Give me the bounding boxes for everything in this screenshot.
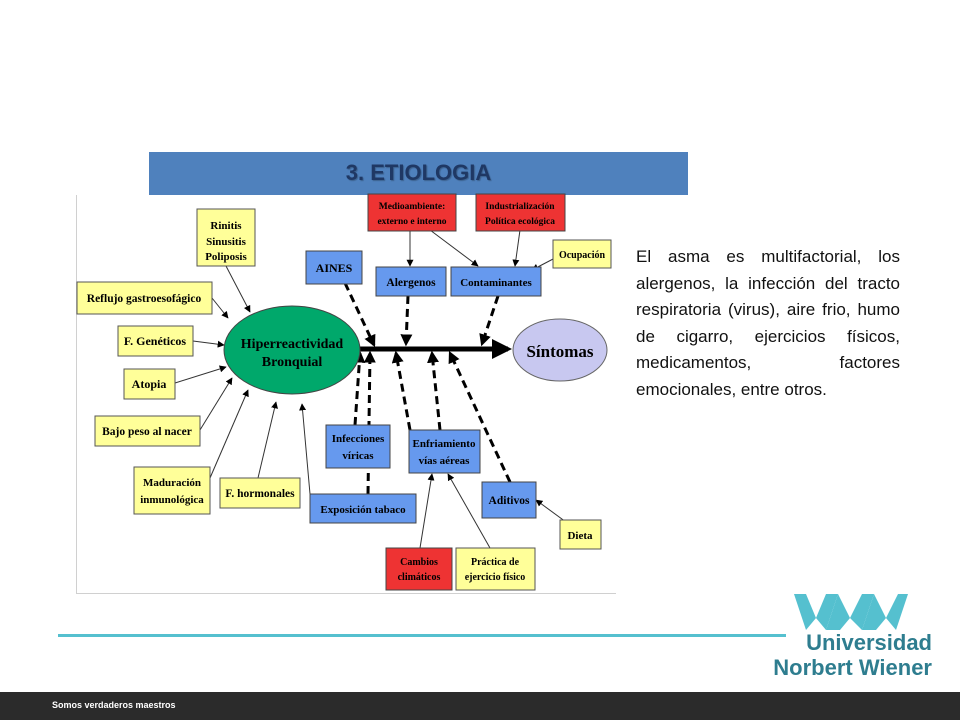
svg-text:Enfriamiento: Enfriamiento — [413, 438, 476, 450]
svg-text:Ocupación: Ocupación — [559, 250, 606, 261]
box-alergenos: Alergenos — [375, 266, 447, 297]
svg-text:Aditivos: Aditivos — [489, 495, 530, 507]
box-aditivos: Aditivos — [481, 481, 537, 519]
box-enfriamiento: Enfriamiento vías aéreas — [408, 429, 481, 474]
svg-text:Práctica de: Práctica de — [471, 557, 520, 568]
svg-text:Alergenos: Alergenos — [386, 277, 436, 289]
box-atopia: Atopia — [123, 368, 176, 400]
svg-text:Medioambiente:: Medioambiente: — [379, 202, 446, 212]
diagram-frame — [76, 195, 616, 594]
svg-text:F. hormonales: F. hormonales — [225, 488, 295, 500]
box-contaminantes: Contaminantes — [450, 266, 542, 297]
box-infecciones: Infecciones víricas — [325, 424, 391, 469]
node-sintomas: Síntomas — [512, 318, 608, 382]
box-exposicion: Exposición tabaco — [309, 493, 417, 524]
box-rinitis: Rinitis Sinusitis Poliposis — [196, 208, 256, 267]
svg-text:Infecciones: Infecciones — [332, 433, 385, 445]
box-ocupacion: Ocupación — [552, 239, 612, 269]
box-geneticos: F. Genéticos — [117, 325, 194, 357]
thin-arrows — [174, 229, 567, 549]
node-hiperreactividad: Hiperreactividad Bronquial — [223, 305, 361, 395]
box-practica: Práctica de ejercicio físico — [455, 547, 536, 591]
footer-bar: Somos verdaderos maestros — [0, 692, 960, 720]
svg-text:Atopia: Atopia — [132, 377, 167, 391]
box-aines: AINES — [305, 250, 363, 285]
svg-text:Maduración: Maduración — [143, 477, 201, 489]
university-logo-icon — [794, 594, 908, 630]
divider-line — [58, 634, 786, 637]
svg-text:externo e interno: externo e interno — [377, 217, 446, 227]
svg-text:Reflujo gastroesofágico: Reflujo gastroesofágico — [87, 293, 202, 305]
university-name-line1: Universidad — [806, 630, 932, 655]
body-paragraph: El asma es multifactorial, los alergenos… — [636, 247, 900, 399]
university-name-line2: Norbert Wiener — [773, 655, 932, 680]
svg-text:Contaminantes: Contaminantes — [460, 277, 532, 289]
svg-text:ejercicio físico: ejercicio físico — [465, 572, 526, 583]
box-rinitis-line1: Rinitis — [210, 220, 242, 232]
svg-text:vías aéreas: vías aéreas — [419, 455, 471, 467]
svg-text:Cambios: Cambios — [400, 557, 438, 568]
dashed-arrows — [343, 282, 512, 495]
box-cambios: Cambios climáticos — [385, 547, 453, 591]
box-rinitis-line3: Poliposis — [205, 251, 247, 263]
box-medioambiente: Medioambiente: externo e interno — [367, 193, 457, 232]
footer-text: Somos verdaderos maestros — [52, 700, 176, 710]
svg-text:Política ecológica: Política ecológica — [485, 217, 555, 227]
box-hormonales: F. hormonales — [219, 477, 301, 509]
svg-text:Dieta: Dieta — [567, 530, 593, 542]
svg-text:Hiperreactividad: Hiperreactividad — [241, 337, 344, 352]
box-dieta: Dieta — [559, 519, 602, 550]
svg-text:climáticos: climáticos — [398, 572, 441, 583]
svg-text:inmunológica: inmunológica — [140, 494, 204, 506]
svg-text:víricas: víricas — [342, 450, 374, 462]
svg-text:Síntomas: Síntomas — [526, 342, 593, 361]
svg-text:AINES: AINES — [316, 261, 353, 275]
title-bar: 3. ETIOLOGIA — [149, 152, 688, 195]
svg-text:Industrialización: Industrialización — [485, 202, 555, 212]
box-bajo-peso: Bajo peso al nacer — [94, 415, 201, 447]
university-name: Universidad Norbert Wiener — [762, 630, 932, 680]
svg-text:Exposición tabaco: Exposición tabaco — [320, 504, 406, 516]
svg-text:F. Genéticos: F. Genéticos — [124, 334, 187, 348]
box-maduracion: Maduración inmunológica — [133, 466, 211, 515]
box-rinitis-line2: Sinusitis — [206, 236, 246, 248]
box-reflujo: Reflujo gastroesofágico — [76, 281, 213, 315]
slide-title: 3. ETIOLOGIA — [345, 160, 492, 185]
box-industrializacion: Industrialización Política ecológica — [475, 193, 566, 232]
svg-text:Bronquial: Bronquial — [262, 355, 323, 370]
svg-text:Bajo peso al nacer: Bajo peso al nacer — [102, 426, 192, 438]
